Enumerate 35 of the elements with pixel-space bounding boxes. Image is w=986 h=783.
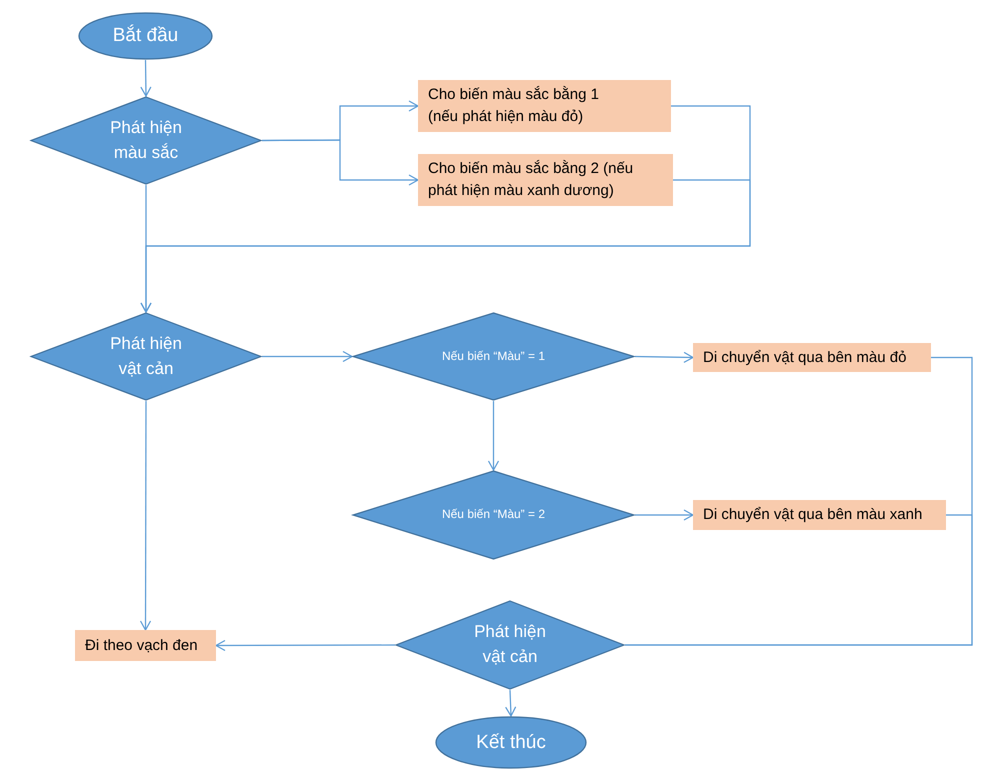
arrow bbox=[140, 179, 751, 313]
arrow bbox=[634, 352, 694, 363]
node-text: Nếu biến “Màu” = 1 bbox=[442, 348, 546, 365]
node-text: Cho biến màu sắc bằng 1 (nếu phát hiện màu đỏ) bbox=[428, 85, 600, 127]
node-text: Bắt đầu bbox=[112, 24, 178, 48]
process-box bbox=[693, 343, 931, 372]
node-text: Phát hiện màu sắc bbox=[109, 116, 183, 164]
decision-diamond bbox=[30, 312, 262, 401]
node-text: Di chuyển vật qua bên màu đỏ bbox=[703, 348, 906, 368]
decision-diamond bbox=[352, 470, 635, 560]
node-text: Phát hiện vật cản bbox=[473, 621, 547, 668]
node-text: Phát hiện vật cản bbox=[109, 332, 183, 380]
arrow bbox=[262, 350, 353, 362]
arrow bbox=[262, 139, 419, 186]
arrow bbox=[488, 401, 500, 471]
decision-diamond bbox=[352, 312, 635, 401]
decision-diamond bbox=[30, 96, 262, 185]
process-box bbox=[418, 154, 673, 206]
node-text: Kết thúc bbox=[476, 730, 546, 755]
arrow bbox=[505, 690, 516, 717]
process-box bbox=[75, 630, 216, 661]
arrow bbox=[635, 509, 694, 521]
node-text: Nếu biến “Màu” = 2 bbox=[442, 506, 546, 524]
node-text: Di chuyển vật qua bên màu xanh bbox=[703, 505, 922, 526]
decision-diamond bbox=[395, 600, 625, 690]
arrow bbox=[140, 401, 152, 631]
arrow bbox=[215, 640, 395, 652]
node-text: Đi theo vạch đen bbox=[85, 636, 198, 656]
arrow bbox=[140, 60, 152, 97]
terminal-ellipse bbox=[78, 12, 213, 60]
node-text: Cho biến màu sắc bằng 2 (nếu phát hiện màu xanh dương) bbox=[428, 159, 634, 201]
terminal-ellipse bbox=[435, 716, 587, 769]
process-box bbox=[418, 80, 671, 132]
process-box bbox=[693, 500, 946, 530]
connector-line bbox=[625, 514, 973, 646]
